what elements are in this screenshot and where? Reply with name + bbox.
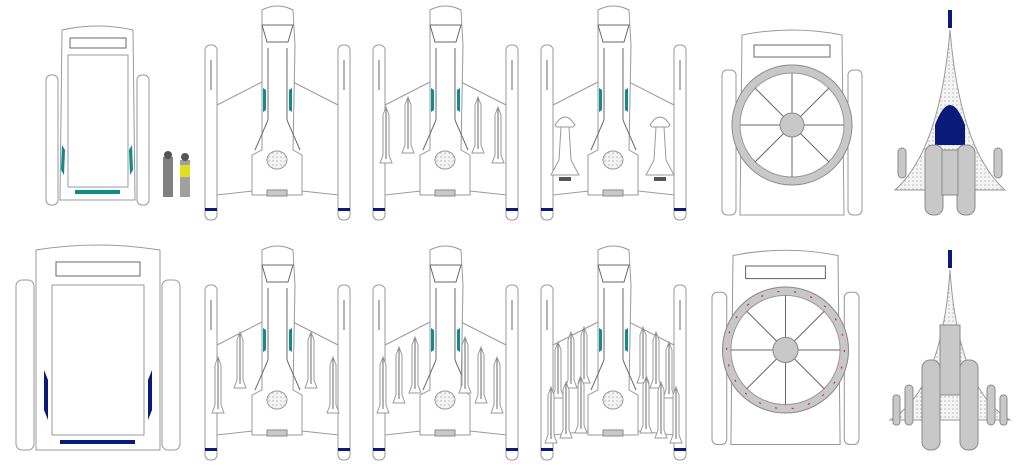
- transport-large: [15, 244, 181, 451]
- fighter-torpedoes: [540, 5, 687, 221]
- delta-ship-top: [893, 10, 1007, 216]
- fighter-multi-missiles: [372, 245, 519, 461]
- ring-ship-large: [711, 249, 860, 446]
- ring-ship-small: [721, 29, 863, 216]
- fighter-clean: [204, 5, 351, 221]
- transport-small: [45, 25, 150, 206]
- fighter-heavy-missiles: [204, 245, 351, 461]
- delta-ship-bottom: [888, 250, 1012, 451]
- crew-figures: [163, 151, 190, 197]
